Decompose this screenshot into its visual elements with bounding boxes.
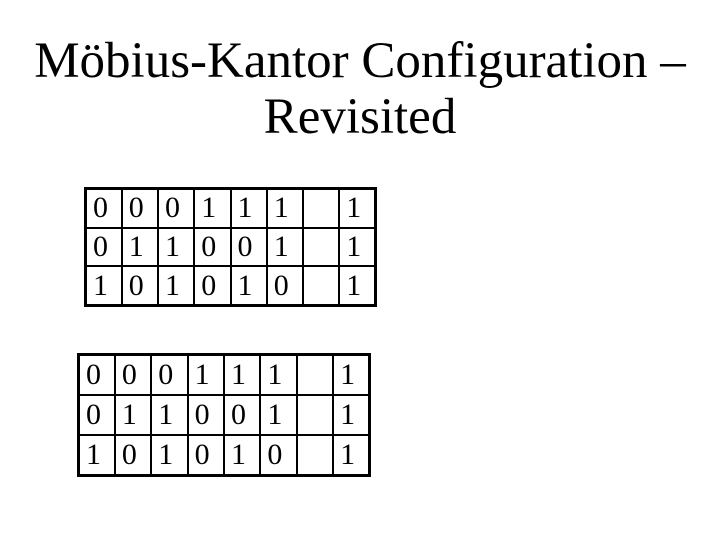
bit-cell [295,394,335,436]
bit-cell: 0 [77,394,116,436]
bit-cell: 0 [113,433,153,477]
bit-cell: 0 [259,433,298,477]
bit-cell: 0 [222,394,262,436]
slide-title-line1: Möbius-Kantor Configuration – [34,33,686,89]
bit-cell: 1 [77,433,116,477]
table-row: 0 1 1 0 0 1 1 [84,226,377,268]
bit-cell: 1 [222,433,262,477]
bit-cell: 0 [120,265,160,307]
bit-cell: 1 [113,394,153,436]
bit-cell: 1 [229,265,268,307]
bit-cell: 0 [113,353,153,397]
bit-cell: 1 [150,394,189,436]
binary-table-top: 0 0 0 1 1 1 1 0 1 1 0 0 1 1 1 0 [84,187,377,307]
table-row: 0 1 1 0 0 1 1 [77,394,371,436]
bit-cell [295,353,335,397]
bit-cell: 1 [332,433,371,477]
bit-cell: 0 [84,187,123,229]
bit-cell: 1 [338,226,377,268]
bit-cell: 1 [338,187,377,229]
table-row: 0 0 0 1 1 1 1 [77,353,371,397]
bit-cell: 1 [193,187,232,229]
slide-title-line2: Revisited [263,89,457,145]
bit-cell: 0 [77,353,116,397]
bit-cell: 0 [186,433,226,477]
bit-cell [301,187,341,229]
bit-cell: 1 [156,226,196,268]
bit-cell: 1 [222,353,262,397]
slide-title: Möbius-Kantor Configuration – Revisited [0,33,720,145]
bit-cell: 0 [193,265,232,307]
bit-cell [301,265,341,307]
bit-cell: 1 [229,187,268,229]
bit-cell: 1 [265,187,305,229]
bit-cell: 1 [156,265,196,307]
bit-cell: 1 [332,353,371,397]
bit-cell: 0 [84,226,123,268]
bit-cell: 0 [229,226,268,268]
bit-cell: 1 [265,226,305,268]
bit-cell: 1 [186,353,226,397]
table-row: 0 0 0 1 1 1 1 [84,187,377,229]
bit-cell: 0 [120,187,160,229]
bit-cell: 1 [338,265,377,307]
bit-cell: 1 [150,433,189,477]
bit-cell: 1 [120,226,160,268]
bit-cell: 1 [259,353,298,397]
bit-cell: 0 [156,187,196,229]
binary-table-bottom: 0 0 0 1 1 1 1 0 1 1 0 0 1 1 1 0 [77,353,371,477]
bit-cell [295,433,335,477]
bit-cell: 1 [84,265,123,307]
bit-cell: 0 [265,265,305,307]
bit-cell: 0 [150,353,189,397]
table-row: 1 0 1 0 1 0 1 [77,433,371,477]
bit-cell: 1 [259,394,298,436]
table-row: 1 0 1 0 1 0 1 [84,265,377,307]
bit-cell: 1 [332,394,371,436]
bit-cell: 0 [186,394,226,436]
bit-cell: 0 [193,226,232,268]
bit-cell [301,226,341,268]
